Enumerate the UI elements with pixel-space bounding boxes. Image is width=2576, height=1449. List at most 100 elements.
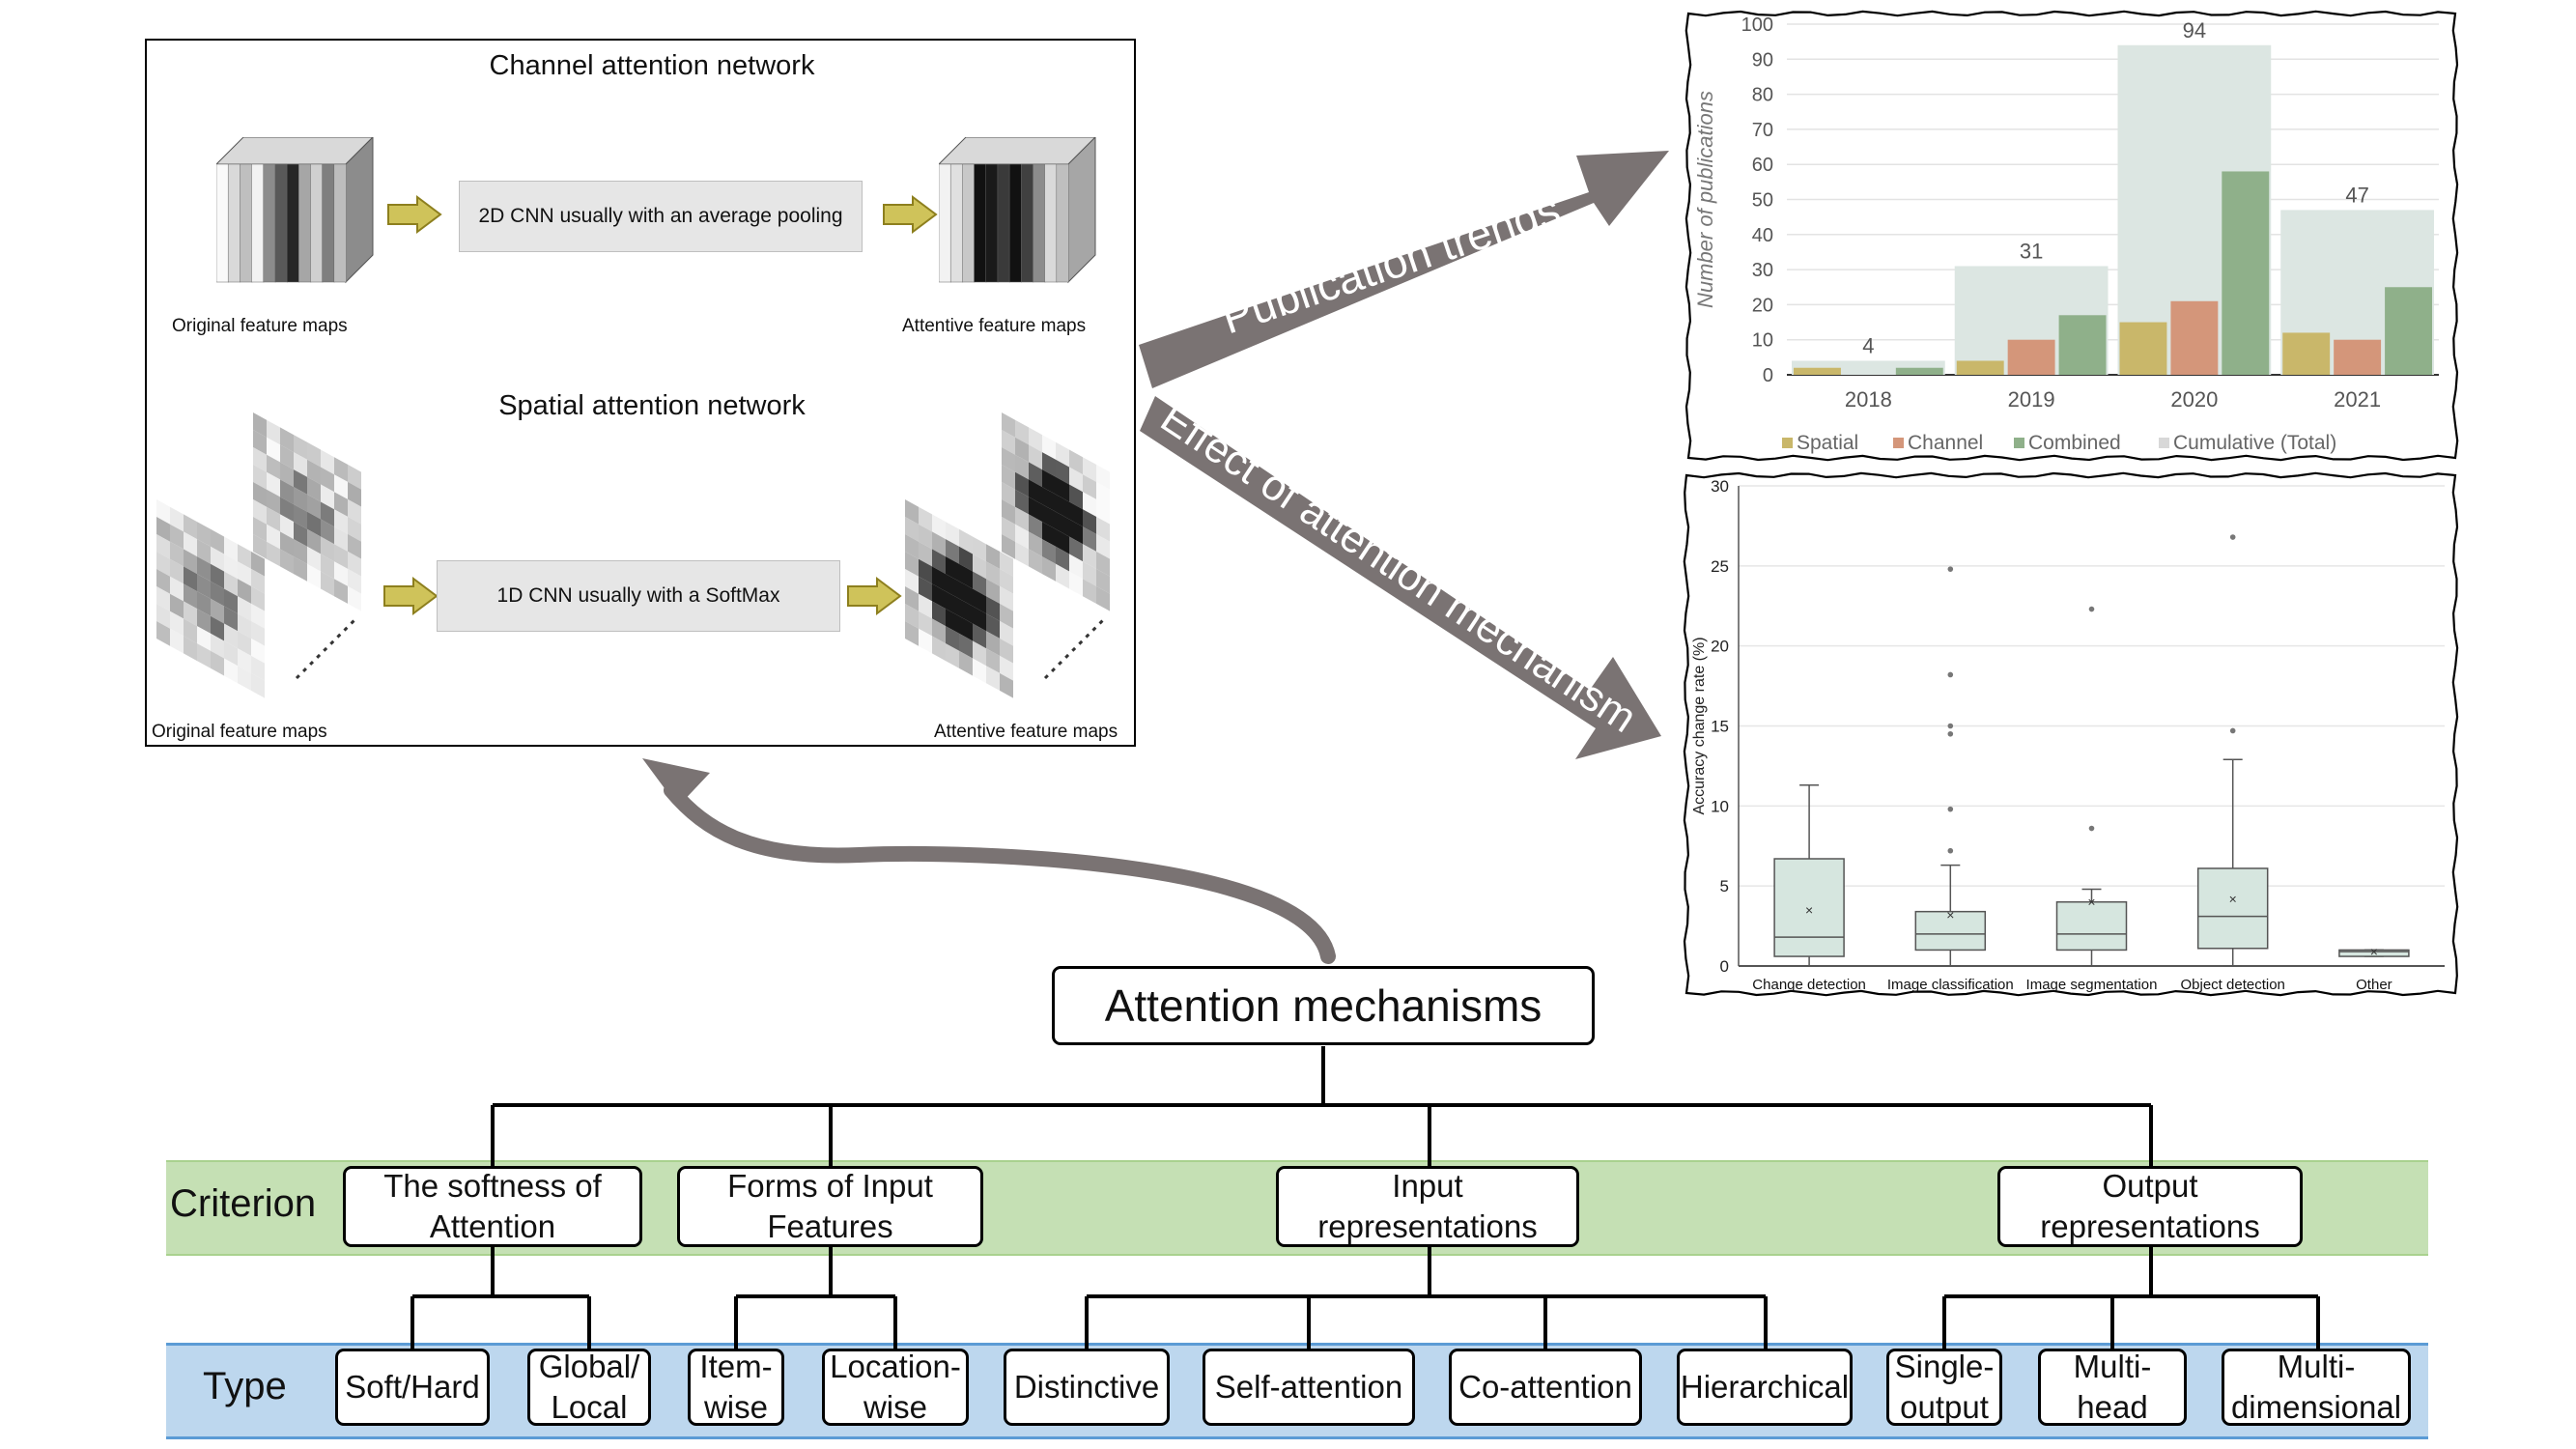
spatial-input-caption: Original feature maps bbox=[152, 722, 327, 742]
mean-marker: × bbox=[2370, 944, 2378, 959]
box bbox=[2338, 949, 2410, 957]
y-tick-label: 80 bbox=[1752, 85, 1773, 106]
type-hierarchical: Hierarchical bbox=[1677, 1349, 1853, 1426]
type-soft-hard: Soft/Hard bbox=[335, 1349, 490, 1426]
outlier-point bbox=[1947, 566, 1954, 572]
outlier-point bbox=[1947, 723, 1954, 729]
y-tick-label: 50 bbox=[1752, 190, 1773, 212]
spatial-attention-title: Spatial attention network bbox=[498, 390, 806, 421]
legend-swatch bbox=[2014, 438, 2024, 448]
type-multi-dimensional: Multi- dimensional bbox=[2222, 1349, 2411, 1426]
y-axis-title: Accuracy change rate (%) bbox=[1691, 637, 1708, 814]
outlier-point bbox=[2088, 606, 2095, 612]
channel-input-caption: Original feature maps bbox=[172, 316, 348, 336]
outlier-point bbox=[2229, 534, 2236, 540]
bar-spatial bbox=[2119, 322, 2167, 375]
y-tick-label: 0 bbox=[1763, 365, 1773, 386]
chart-frame bbox=[1684, 10, 2459, 462]
publication-trends-arrow bbox=[1139, 151, 1669, 388]
outlier-point bbox=[2088, 825, 2095, 832]
bar-combined bbox=[2222, 171, 2270, 375]
bar-combined bbox=[1895, 367, 1943, 375]
type-distinctive: Distinctive bbox=[1004, 1349, 1170, 1426]
criterion-softness: The softness of Attention bbox=[343, 1166, 642, 1247]
criterion-band-label: Criterion bbox=[170, 1182, 317, 1225]
y-axis-title: Number of publications bbox=[1693, 91, 1717, 308]
mean-marker: × bbox=[1946, 907, 1954, 923]
criterion-input-forms: Forms of Input Features bbox=[677, 1166, 983, 1247]
y-tick-label: 5 bbox=[1720, 877, 1729, 895]
outlier-point bbox=[2229, 727, 2236, 734]
bar-combined bbox=[2385, 287, 2432, 375]
x-tick-label: Other bbox=[2356, 977, 2392, 993]
mean-marker: × bbox=[1805, 902, 1813, 918]
channel-process-box: 2D CNN usually with an average pooling bbox=[459, 181, 863, 252]
channel-output-feature-stack bbox=[939, 137, 1096, 284]
attention-networks-panel: Channel attention network 2D CNN usually… bbox=[145, 39, 1136, 747]
y-tick-label: 30 bbox=[1711, 477, 1729, 496]
bar-channel bbox=[2334, 339, 2382, 375]
x-tick-label: Image classification bbox=[1887, 977, 2014, 993]
bar-spatial bbox=[1794, 367, 1841, 375]
spatial-output-feature-maps bbox=[905, 412, 1110, 698]
effect-arrow bbox=[1140, 396, 1661, 759]
mean-marker: × bbox=[2229, 891, 2237, 906]
y-tick-label: 25 bbox=[1711, 557, 1729, 576]
spatial-output-caption: Attentive feature maps bbox=[934, 722, 1118, 742]
y-tick-label: 90 bbox=[1752, 49, 1773, 71]
channel-input-feature-stack bbox=[216, 137, 374, 284]
bar-channel bbox=[2170, 300, 2219, 375]
y-tick-label: 40 bbox=[1752, 225, 1773, 246]
x-tick-label: Change detection bbox=[1752, 977, 1866, 993]
x-tick-label: 2019 bbox=[2008, 387, 2055, 412]
type-global-local: Global/ Local bbox=[527, 1349, 651, 1426]
spatial-input-feature-maps bbox=[156, 412, 361, 698]
x-tick-label: Image segmentation bbox=[2026, 977, 2158, 993]
y-tick-label: 30 bbox=[1752, 260, 1773, 281]
channel-arrow-in-icon bbox=[387, 195, 442, 234]
legend-swatch bbox=[1782, 438, 1793, 448]
channel-arrow-out-icon bbox=[883, 195, 938, 234]
x-tick-label: 2020 bbox=[2170, 387, 2218, 412]
box bbox=[1914, 910, 1987, 952]
type-co-attention: Co-attention bbox=[1449, 1349, 1642, 1426]
y-tick-label: 20 bbox=[1711, 638, 1729, 656]
x-tick-label: 2021 bbox=[2334, 387, 2381, 412]
channel-attention-title: Channel attention network bbox=[489, 50, 815, 81]
y-tick-label: 20 bbox=[1752, 295, 1773, 316]
x-tick-label: Object detection bbox=[2180, 977, 2284, 993]
type-band-label: Type bbox=[203, 1365, 287, 1407]
outlier-point bbox=[1947, 671, 1954, 678]
bar-channel bbox=[2007, 339, 2055, 375]
box bbox=[2196, 867, 2269, 950]
bar-spatial bbox=[1956, 360, 2004, 375]
outlier-point bbox=[1947, 806, 1954, 812]
x-tick-label: 2018 bbox=[1845, 387, 1892, 412]
y-tick-label: 10 bbox=[1711, 797, 1729, 815]
box bbox=[2055, 900, 2128, 952]
type-single-output: Single- output bbox=[1886, 1349, 2002, 1426]
y-tick-label: 60 bbox=[1752, 155, 1773, 176]
type-multi-head: Multi- head bbox=[2038, 1349, 2187, 1426]
type-self-attention: Self-attention bbox=[1203, 1349, 1415, 1426]
curved-feedback-arrow bbox=[664, 782, 1336, 964]
spatial-arrow-in-icon bbox=[383, 577, 439, 615]
y-tick-label: 0 bbox=[1720, 957, 1729, 976]
legend-swatch bbox=[1893, 438, 1904, 448]
y-tick-label: 100 bbox=[1741, 14, 1773, 36]
chart-frame bbox=[1683, 471, 2459, 997]
root-node-attention-mechanisms: Attention mechanisms bbox=[1052, 966, 1595, 1045]
y-tick-label: 15 bbox=[1711, 718, 1729, 736]
bar-combined bbox=[2058, 315, 2107, 375]
channel-output-caption: Attentive feature maps bbox=[902, 316, 1087, 336]
legend-swatch bbox=[2159, 438, 2169, 448]
mean-marker: × bbox=[2087, 895, 2095, 910]
spatial-process-box: 1D CNN usually with a SoftMax bbox=[437, 560, 840, 632]
outlier-point bbox=[1947, 730, 1954, 737]
type-item-wise: Item- wise bbox=[688, 1349, 784, 1426]
